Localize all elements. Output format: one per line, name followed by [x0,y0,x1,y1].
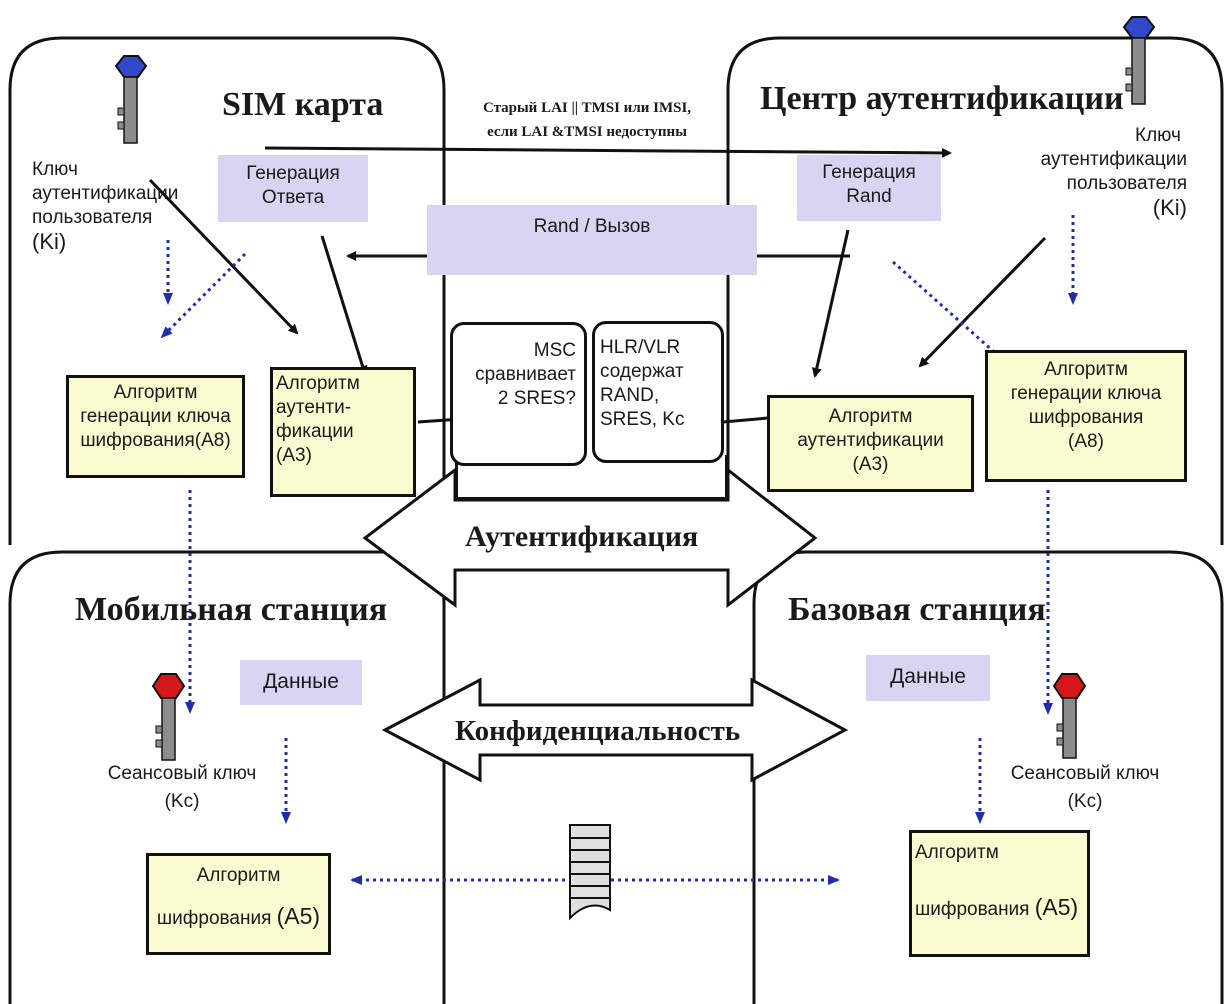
base-a5-line-1: Алгоритм [915,842,999,863]
auth-center-key-label-line-3: пользователя [1066,173,1187,194]
msc-line-2: сравнивает [475,364,576,385]
hlr-vlr-box: HLR/VLR содержат RAND, SRES, Kc [592,321,724,463]
base-a5-line-3: (A5) [1034,894,1079,920]
msc-line-1: MSC [533,340,576,361]
mobile-a5-line-2: шифрования (A5) [149,904,328,931]
hlr-line-4: SRES, Kc [600,409,685,430]
authentication-label: Аутентификация [465,520,699,553]
generate-rand-line-1: Генерация [822,162,916,183]
rand-call-box: Rand / Вызов [427,205,757,275]
message-arrow [264,146,952,158]
sim-generate-response-line-1: Генерация [246,163,340,184]
sim-a3-line-2: аутенти- [276,397,352,418]
base-data-box: Данные [866,655,990,701]
sim-key-to-a3-arrow [148,178,299,335]
message-line-1: Старый LAI || TMSI или IMSI, [482,100,692,116]
auth-center-a3-line-1: Алгоритм [828,406,913,427]
hlr-line-1: HLR/VLR [600,337,681,358]
sim-a3-line-4: (A3) [276,445,312,466]
base-a5-line-2-text: шифрования [915,899,1030,920]
msc-box: MSC сравнивает 2 SRES? [450,322,587,466]
rand-call-label: Rand / Вызов [533,216,651,237]
mobile-session-key-line-2: (Kc) [164,791,200,812]
document-icon [569,824,611,921]
generate-rand-line-2: Rand [846,186,892,207]
sim-a8-line-3: шифрования(A8) [80,430,231,451]
a3-to-hlr-line [722,416,769,424]
auth-center-a8-line-2: генерации ключа [1010,383,1162,404]
auth-center-key-label-line-2: аутентификации [1040,149,1187,170]
sim-key-label-line-2: аутентификации [32,183,179,204]
auth-center-a8-line-1: Алгоритм [1044,359,1128,380]
mobile-a5-line-2-text: шифрования [156,908,272,929]
sim-a8-line-1: Алгоритм [113,382,198,403]
base-session-key-label: Сеансовый ключ (Kc) [995,762,1175,814]
sim-card-title: SIM карта [222,86,384,123]
sim-a3-box: Алгоритм аутенти- фикации (A3) [270,367,416,497]
sim-pane [8,36,446,545]
hlr-line-2: содержат [600,361,684,382]
rand-to-a3-arrow [811,229,850,378]
sim-key-label-line-1: Ключ [32,159,78,180]
sim-a8-line-2: генерации ключа [80,406,231,427]
mobile-station-title: Мобильная станция [75,591,388,628]
hlr-line-3: RAND, [600,385,660,406]
mobile-session-key-line-1: Сеансовый ключ [107,763,257,784]
auth-center-title: Центр аутентификации [760,80,1124,117]
sim-gen-to-a3-arrow [320,235,368,376]
auth-center-a8-line-3: шифрования [1028,407,1144,428]
message-line-2: если LAI &TMSI недоступны [487,124,687,140]
mobile-data-label: Данные [263,670,339,693]
sim-a3-line-1: Алгоритм [276,373,360,394]
mobile-a5-box: Алгоритм шифрования (A5) [146,853,331,955]
sim-a8-box: Алгоритм генерации ключа шифрования(A8) [66,375,245,478]
generate-rand-box: Генерация Rand [797,155,941,221]
auth-center-blue-key-icon [1122,16,1156,105]
mobile-a5-line-1: Алгоритм [196,865,281,886]
auth-center-a3-line-2: аутентификации [797,430,944,451]
mobile-a5-line-3: (A5) [276,903,321,929]
auth-center-a3-line-3: (A3) [852,454,889,475]
sim-key-label-line-3: пользователя [32,207,153,228]
auth-center-key-label: Ключ аутентификации пользователя (Ki) [1035,124,1187,220]
mobile-data-box: Данные [240,660,362,705]
base-a5-box: Алгоритм шифрования (A5) [909,830,1090,957]
sim-generate-response-line-2: Ответа [261,187,325,208]
sim-gen-to-a8-dotted-arrow [160,252,247,339]
auth-center-key-label-line-4: (Ki) [1152,195,1187,220]
base-data-label: Данные [890,665,966,688]
base-red-key-icon [1052,673,1087,759]
base-session-key-line-2: (Kc) [1067,791,1103,812]
mobile-session-key-label: Сеансовый ключ (Kc) [92,762,272,814]
ki-to-a3-arrow [918,236,1047,368]
base-session-key-line-1: Сеансовый ключ [1010,763,1160,784]
message-text: Старый LAI || TMSI или IMSI, если LAI &T… [452,96,722,144]
msc-line-3: 2 SRES? [497,388,576,409]
base-a5-line-2: шифрования (A5) [915,895,1087,922]
auth-center-a3-box: Алгоритм аутентификации (A3) [767,395,974,492]
sim-key-label: Ключ аутентификации пользователя (Ki) [32,158,178,254]
mobile-red-key-icon [151,673,186,761]
auth-center-a8-line-4: (A8) [1068,431,1104,452]
confidentiality-arrow [381,677,849,783]
sim-key-label-line-4: (Ki) [32,229,67,254]
auth-center-key-label-line-1: Ключ [1135,125,1181,146]
base-station-title: Базовая станция [788,591,1046,628]
auth-center-a8-box: Алгоритм генерации ключа шифрования (A8) [985,350,1187,482]
sim-generate-response-box: Генерация Ответа [218,155,368,222]
sim-a3-line-3: фикации [276,421,354,442]
sim-blue-key-icon [114,55,148,144]
confidentiality-label: Конфиденциальность [455,715,741,747]
auth-center-pane [726,36,1224,545]
